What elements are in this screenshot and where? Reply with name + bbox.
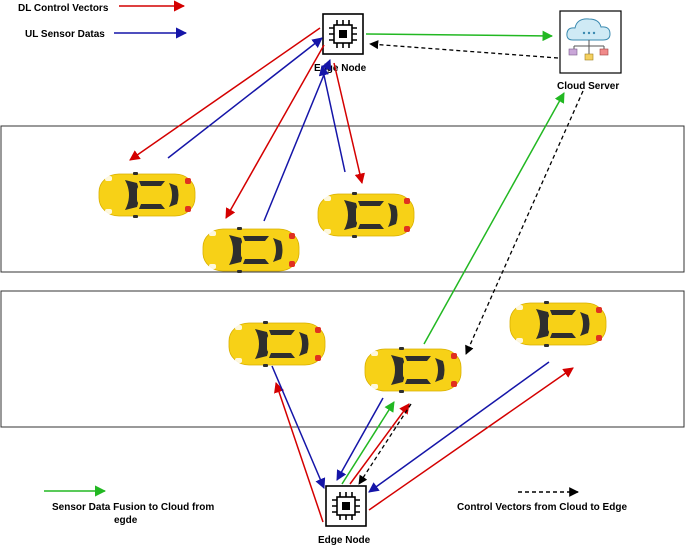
- ul-arrow: [368, 361, 550, 493]
- ul-arrow: [336, 397, 384, 481]
- dl-arrow: [129, 27, 321, 161]
- vehicle: [202, 226, 300, 274]
- car-icon: [228, 320, 326, 368]
- fusion-arrow: [341, 401, 395, 485]
- edge-node-top-label: Edge Node: [314, 63, 367, 74]
- dl-arrow: [274, 382, 324, 523]
- road-lane-top: [0, 125, 685, 273]
- fusion-arrow-top: [365, 30, 554, 42]
- car-icon: [202, 226, 300, 274]
- dl-arrow: [349, 403, 410, 485]
- vehicle: [317, 191, 415, 239]
- car-icon: [98, 171, 196, 219]
- car-icon: [509, 300, 607, 348]
- ul-arrow: [318, 64, 346, 173]
- ul-arrow: [167, 37, 323, 159]
- edge-node-top: Edge Node: [314, 13, 367, 74]
- vehicle: [509, 300, 607, 348]
- car-icon: [364, 346, 462, 394]
- fusion-arrow-car: [423, 92, 565, 345]
- legend-fusion-label-line2: egde: [114, 515, 138, 526]
- ul-arrow: [263, 59, 332, 222]
- legend: DL Control Vectors UL Sensor Datas Senso…: [18, 0, 627, 526]
- dl-arrow: [368, 367, 574, 511]
- road-lane-bottom: [0, 290, 685, 428]
- control-arrow-car: [465, 90, 584, 355]
- vehicle: [364, 346, 462, 394]
- dl-arrow: [333, 62, 365, 185]
- vehicle: [228, 320, 326, 368]
- edge-node-bottom: Edge Node: [318, 485, 371, 546]
- chip-icon: [322, 13, 364, 55]
- chip-icon: [325, 485, 367, 527]
- legend-dl-label: DL Control Vectors: [18, 3, 109, 14]
- bottom-edge-links: [271, 361, 574, 523]
- edge-node-bottom-label: Edge Node: [318, 535, 371, 546]
- cloud-server-label: Cloud Server: [557, 81, 619, 92]
- legend-control-label: Control Vectors from Cloud to Edge: [457, 502, 627, 513]
- top-edge-links: [129, 27, 365, 222]
- cloud-icon: [566, 18, 611, 61]
- car-icon: [317, 191, 415, 239]
- dl-arrow: [225, 44, 325, 219]
- legend-fusion-label-line1: Sensor Data Fusion to Cloud from: [52, 502, 214, 513]
- ul-arrow: [271, 365, 326, 489]
- vehicle: [98, 171, 196, 219]
- control-arrow-top: [369, 40, 559, 59]
- legend-ul-label: UL Sensor Datas: [25, 29, 105, 40]
- control-arrow: [358, 403, 412, 485]
- cloud-server: Cloud Server: [557, 10, 622, 92]
